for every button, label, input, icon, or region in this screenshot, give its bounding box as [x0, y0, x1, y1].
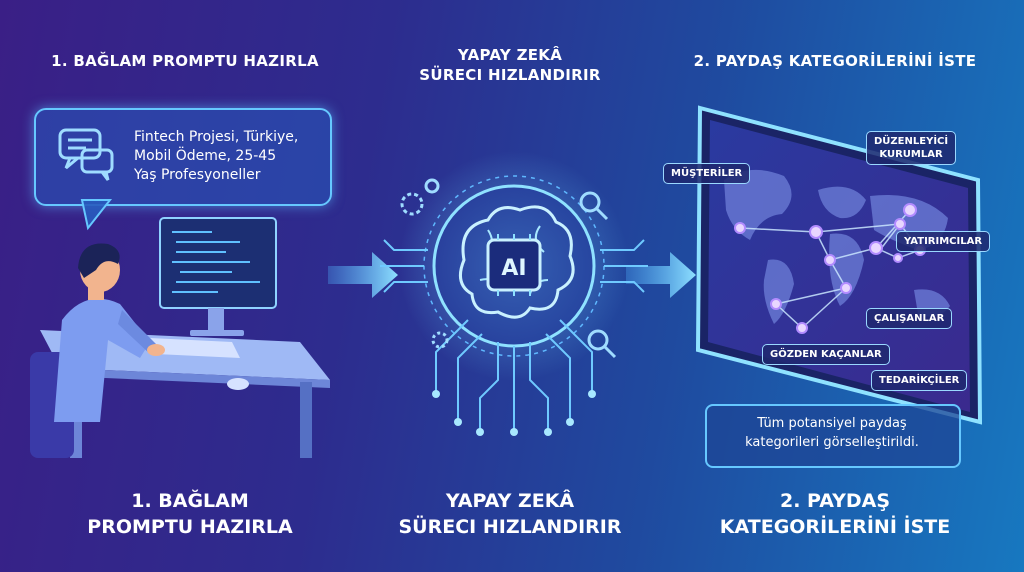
summary-note-line2: kategorileri görselleştirildi. — [745, 435, 919, 450]
ai-chip-label: AI — [501, 256, 527, 281]
summary-note-line1: Tüm potansiyel paydaş — [757, 416, 907, 431]
prompt-line3: Yaş Profesyoneller — [134, 167, 261, 183]
step1-footer: 1. BAĞLAM PROMPTU HAZIRLA — [50, 488, 330, 540]
tag-tedarikciler: TEDARİKÇİLER — [871, 370, 968, 391]
summary-note-text: Tüm potansiyel paydaş kategorileri görse… — [712, 414, 952, 452]
ai-heading-line2: SÜRECI HIZLANDIRIR — [419, 66, 601, 84]
prompt-text: Fintech Projesi, Türkiye, Mobil Ödeme, 2… — [134, 128, 324, 185]
step2-footer: 2. PAYDAŞ KATEGORİLERİNİ İSTE — [690, 488, 980, 540]
prompt-line2: Mobil Ödeme, 25-45 — [134, 148, 277, 164]
ai-heading-line1: YAPAY ZEKÂ — [457, 46, 563, 64]
tag-musteriler: MÜŞTERİLER — [663, 163, 751, 184]
tag-duzenleyici-line1: DÜZENLEYİCİ — [874, 136, 949, 147]
step2-heading: 2. PAYDAŞ KATEGORİLERİNİ İSTE — [693, 52, 977, 70]
prompt-line1: Fintech Projesi, Türkiye, — [134, 129, 299, 145]
arrow-right-icon — [626, 252, 696, 298]
tag-duzenleyici-line2: KURUMLAR — [879, 149, 943, 160]
arrow-right-icon — [328, 252, 398, 298]
step2-footer-line1: 2. PAYDAŞ — [779, 490, 891, 512]
person-at-desk-illustration — [30, 217, 330, 458]
step1-heading: 1. BAĞLAM PROMPTU HAZIRLA — [51, 52, 319, 70]
ai-footer: YAPAY ZEKÂ SÜRECI HIZLANDIRIR — [370, 488, 650, 540]
ai-heading: YAPAY ZEKÂ SÜRECI HIZLANDIRIR — [380, 45, 640, 85]
step1-footer-line1: 1. BAĞLAM — [131, 490, 249, 512]
summary-note-box — [705, 404, 961, 468]
step2-footer-line2: KATEGORİLERİNİ İSTE — [719, 516, 951, 538]
step1-footer-line2: PROMPTU HAZIRLA — [87, 516, 293, 538]
ai-footer-line2: SÜRECI HIZLANDIRIR — [398, 516, 622, 538]
tag-gozden-kacanlar: GÖZDEN KAÇANLAR — [762, 344, 890, 365]
bubble-tail — [80, 199, 113, 231]
ai-footer-line1: YAPAY ZEKÂ — [445, 490, 575, 512]
tag-calisanlar: ÇALIŞANLAR — [866, 308, 953, 329]
tag-yatirimcilar: YATIRIMCILAR — [896, 231, 991, 252]
ai-brain-illustration — [380, 151, 648, 436]
chat-icon — [58, 128, 114, 181]
tag-duzenleyici-kurumlar: DÜZENLEYİCİ KURUMLAR — [866, 131, 957, 165]
